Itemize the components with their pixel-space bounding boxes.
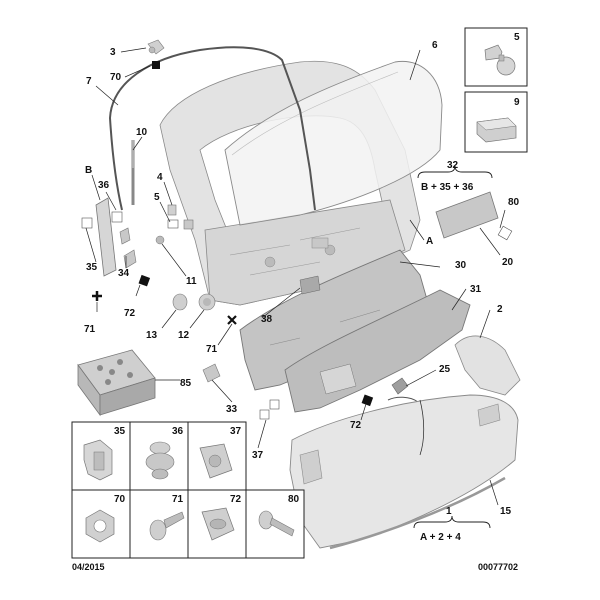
callout-13: 13: [146, 330, 158, 341]
callout-labels: 3 70 7 6 10 4 5 B 36 35 34 11 72 71 13 1…: [84, 40, 520, 543]
rear-glass: [224, 60, 443, 226]
brace-32: [417, 165, 493, 179]
callout-10: 10: [136, 127, 148, 138]
callout-6: 6: [432, 40, 438, 51]
footer: 04/2015 00077702: [72, 562, 518, 572]
callout-25: 25: [439, 364, 451, 375]
grid-label-72: 72: [230, 494, 242, 505]
group-1-num: 1: [446, 506, 452, 517]
grid-label-71: 71: [172, 494, 184, 505]
grid-label-36: 36: [172, 426, 184, 437]
callout-80: 80: [508, 197, 520, 208]
lower-pad-31: [284, 289, 471, 413]
bracket-20: [435, 191, 513, 241]
letter-A: A: [426, 236, 433, 247]
callout-5: 5: [154, 192, 160, 203]
callout-70: 70: [110, 72, 122, 83]
outer-skin-2: [454, 335, 521, 396]
callout-15: 15: [500, 506, 512, 517]
letter-B: B: [85, 165, 92, 176]
inset-box-5: 5: [464, 27, 528, 87]
callout-4: 4: [157, 172, 163, 183]
small-parts-left: [81, 39, 216, 311]
callout-85: 85: [180, 378, 192, 389]
kit-box-85: [77, 349, 156, 417]
group-32-num: 32: [447, 160, 459, 171]
callout-3: 3: [110, 47, 116, 58]
callout-35: 35: [86, 262, 98, 273]
group-1-formula: A + 2 + 4: [420, 532, 461, 543]
callout-71: 71: [84, 324, 96, 335]
weatherstrip-seal: [109, 46, 316, 211]
footer-date: 04/2015: [72, 562, 105, 572]
callout-36: 36: [98, 180, 110, 191]
callout-30: 30: [455, 260, 467, 271]
callout-34: 34: [118, 268, 130, 279]
callout-37: 37: [252, 450, 264, 461]
fastener-grid: 35 36 37 70 71 72 80: [71, 421, 305, 559]
grid-label-80: 80: [288, 494, 300, 505]
group-32-formula: B + 35 + 36: [421, 182, 474, 193]
callout-20: 20: [502, 257, 514, 268]
grid-label-70: 70: [114, 494, 126, 505]
lower-skin-15: [289, 394, 519, 550]
clips-33-37: [202, 363, 280, 420]
grid-label-35: 35: [114, 426, 126, 437]
inset-box-9: 9: [464, 91, 528, 153]
callout-72: 72: [124, 308, 136, 319]
grid-label-37: 37: [230, 426, 242, 437]
inset-label-5: 5: [514, 32, 520, 43]
callout-38: 38: [261, 314, 273, 325]
callout-71b: 71: [206, 344, 218, 355]
inset-label-9: 9: [514, 97, 520, 108]
leader-lines: [85, 47, 506, 506]
callout-33: 33: [226, 404, 238, 415]
callout-72b: 72: [350, 420, 362, 431]
callout-7: 7: [86, 76, 92, 87]
brace-1: [413, 515, 491, 529]
callout-31: 31: [470, 284, 482, 295]
badge-25: [387, 377, 419, 403]
callout-12: 12: [178, 330, 190, 341]
callout-2: 2: [497, 304, 503, 315]
callout-11: 11: [186, 276, 197, 287]
footer-ref: 00077702: [478, 562, 518, 572]
